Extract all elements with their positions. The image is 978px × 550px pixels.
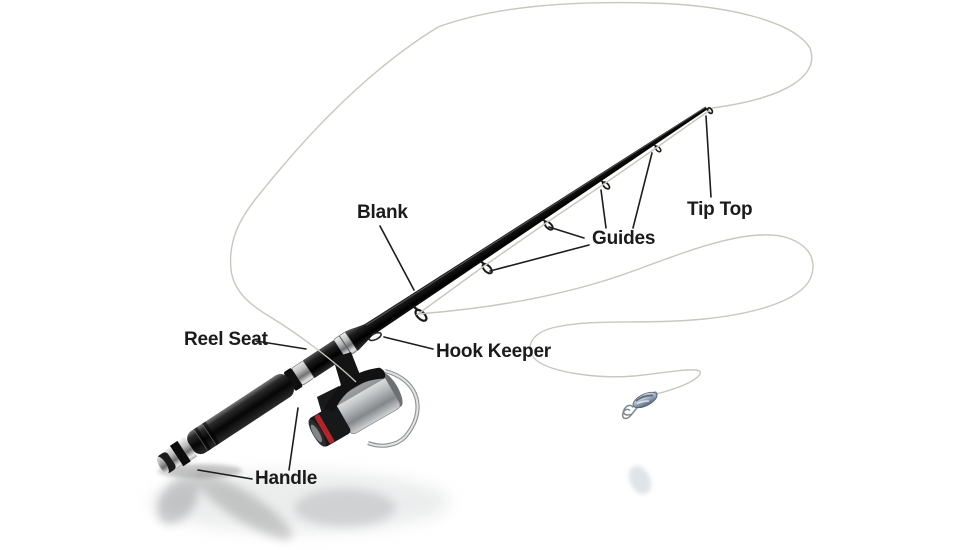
leader-guides-3 xyxy=(632,152,653,229)
hook-keeper-loop xyxy=(368,331,382,342)
fishing-line-cast-loop xyxy=(229,1,813,383)
leader-guides-2 xyxy=(600,189,607,229)
rod xyxy=(156,106,714,474)
leader-reel-seat xyxy=(255,340,307,350)
lure xyxy=(621,391,658,420)
fishing-line-through-guides xyxy=(415,109,814,396)
lure-body xyxy=(632,391,658,409)
leader-guides-4 xyxy=(489,244,590,272)
reel xyxy=(308,352,420,448)
label-handle: Handle xyxy=(255,468,318,489)
lure-reflection xyxy=(628,465,652,495)
label-tip-top: Tip Top xyxy=(687,199,753,220)
leader-handle-1 xyxy=(197,469,253,480)
handle-grip xyxy=(187,373,294,455)
leader-lines xyxy=(197,115,712,480)
bail-wire xyxy=(367,368,420,448)
reel-seat-assembly xyxy=(284,323,373,391)
rod-guides xyxy=(412,144,662,322)
leader-tip-top xyxy=(705,115,712,198)
label-hook-keeper: Hook Keeper xyxy=(436,341,552,362)
fishing-line xyxy=(229,1,814,396)
label-guides: Guides xyxy=(592,228,656,249)
rod-blank xyxy=(362,106,708,338)
leader-hook-keeper xyxy=(383,336,434,350)
drag-ring xyxy=(314,414,335,444)
leader-blank xyxy=(379,225,415,291)
floor-reflection xyxy=(150,464,652,540)
leader-guides-1 xyxy=(548,226,585,239)
leader-handle-2 xyxy=(288,407,299,471)
label-blank: Blank xyxy=(357,202,408,223)
label-reel-seat: Reel Seat xyxy=(184,329,268,350)
reel-rotor-cup xyxy=(324,367,386,413)
butt-cap xyxy=(156,436,198,474)
guide-ring xyxy=(414,308,428,322)
